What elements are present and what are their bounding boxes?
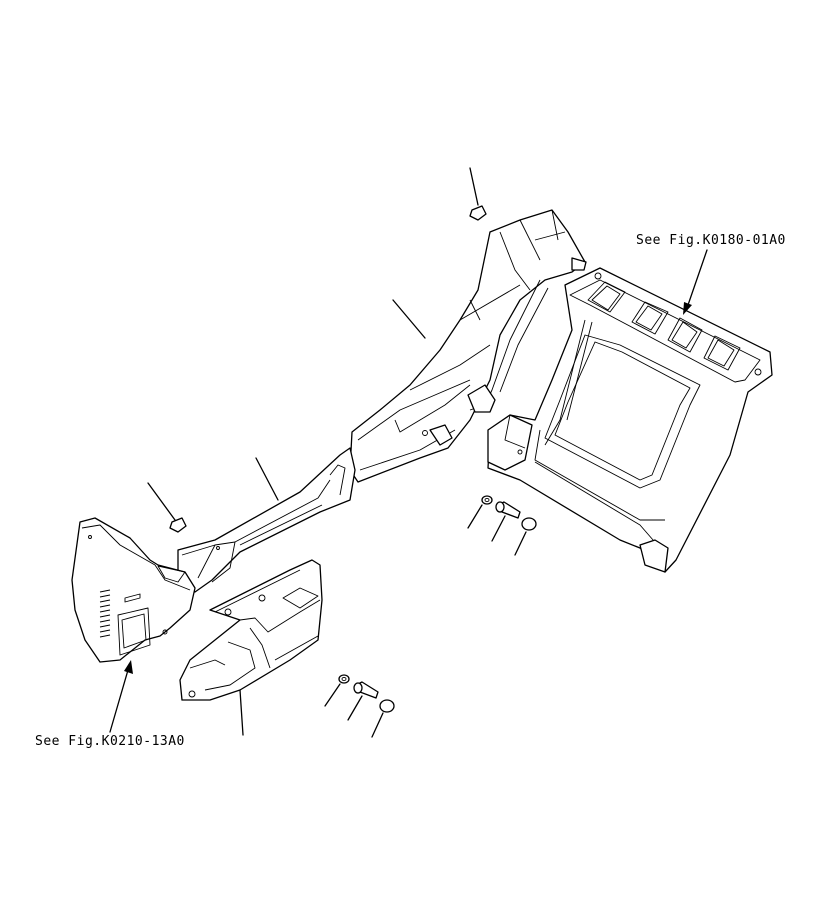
leader-lower-strip — [255, 457, 279, 501]
lower-trim-strip — [177, 447, 356, 593]
pillar-trim — [349, 209, 587, 483]
left-cover-panel — [71, 517, 196, 663]
cap-right — [514, 517, 537, 556]
ref-label-bottom: See Fig.K0210-13A0 — [35, 734, 185, 749]
right-console-panel — [487, 267, 773, 573]
callout-bottom: See Fig.K0210-13A0 — [35, 660, 185, 749]
leader-pillar-trim — [392, 299, 426, 339]
leader-lower-cover — [239, 689, 244, 736]
washer-lower — [324, 674, 350, 707]
bolt-lower — [347, 681, 379, 721]
vent-slots — [99, 589, 111, 638]
washer-right — [467, 495, 493, 529]
bolt-right — [491, 501, 521, 542]
fastener-clip-top — [469, 167, 487, 221]
cap-lower — [371, 699, 395, 738]
ref-label-top: See Fig.K0180-01A0 — [636, 233, 786, 248]
callout-top: See Fig.K0180-01A0 — [636, 233, 786, 315]
fastener-clip-left — [147, 482, 187, 533]
